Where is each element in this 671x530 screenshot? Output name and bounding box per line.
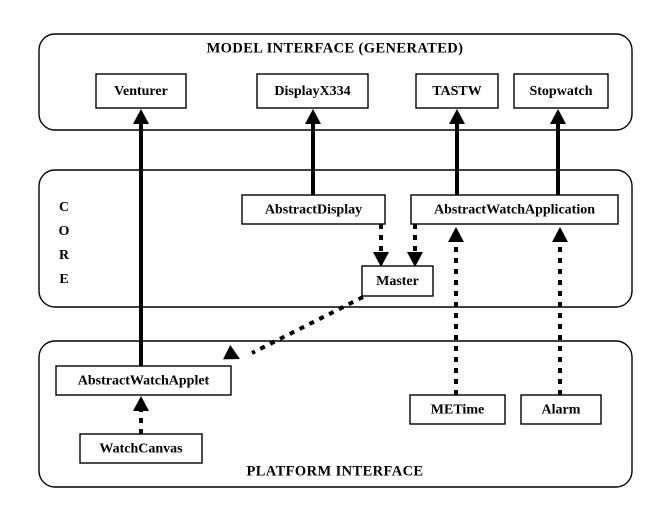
node-label-watchcanvas: WatchCanvas (99, 442, 183, 457)
node-label-abstractwatchapplet: AbstractWatchApplet (78, 374, 210, 389)
node-label-master: Master (376, 274, 419, 289)
node-venturer[interactable]: Venturer (95, 73, 187, 109)
node-label-alarm: Alarm (542, 403, 581, 418)
node-displayx334[interactable]: DisplayX334 (256, 73, 369, 109)
node-box-venturer[interactable] (95, 73, 187, 109)
node-label-abstractwatchapplication: AbstractWatchApplication (434, 203, 595, 218)
arrow-head-icon (133, 396, 149, 411)
layer-title-model-interface: MODEL INTERFACE (GENERATED) (207, 40, 464, 56)
node-box-watchcanvas[interactable] (79, 433, 203, 464)
node-box-master[interactable] (361, 265, 434, 297)
node-abstractwatchapplication[interactable]: AbstractWatchApplication (410, 194, 619, 225)
node-label-metime: METime (431, 403, 484, 418)
layer-title-core-letter: R (59, 248, 70, 263)
layer-title-core-letter: E (59, 272, 68, 287)
node-metime[interactable]: METime (409, 394, 506, 425)
node-box-abstractwatchapplet[interactable] (55, 365, 232, 396)
layer-title-core-letter: O (59, 224, 70, 239)
edge-master-to-abstractwatchapplet (223, 295, 364, 360)
arrow-head-icon (449, 109, 465, 124)
node-box-abstractwatchapplication[interactable] (410, 194, 619, 225)
edge-metime-to-abstractwatchapplication (448, 227, 464, 395)
arrow-head-icon (552, 227, 568, 242)
node-watchcanvas[interactable]: WatchCanvas (79, 433, 203, 464)
node-box-tastw[interactable] (415, 73, 499, 109)
node-box-displayx334[interactable] (256, 73, 369, 109)
node-label-venturer: Venturer (114, 84, 168, 99)
layer-title-platform-interface: PLATFORM INTERFACE (246, 463, 423, 479)
layer-frames (38, 33, 633, 488)
node-label-tastw: TASTW (432, 84, 482, 99)
edge-watchcanvas-to-abstractwatchapplet (133, 396, 149, 434)
nodes: Venturer DisplayX334 TASTW StopwatchAbstrac… (55, 73, 619, 464)
node-box-metime[interactable] (409, 394, 506, 425)
node-abstractdisplay[interactable]: AbstractDisplay (241, 194, 386, 225)
node-box-stopwatch[interactable] (513, 73, 609, 109)
node-stopwatch[interactable]: Stopwatch (513, 73, 609, 109)
edges (133, 109, 568, 434)
edge-abstractdisplay-to-displayx334 (305, 109, 321, 195)
node-alarm[interactable]: Alarm (520, 394, 602, 425)
node-label-stopwatch: Stopwatch (529, 84, 592, 99)
node-tastw[interactable]: TASTW (415, 73, 499, 109)
arrow-head-icon (223, 345, 240, 360)
arrow-head-icon (373, 252, 389, 267)
edge-abstractwatchapplication-to-stopwatch (550, 109, 566, 195)
edge-alarm-to-abstractwatchapplication (552, 227, 568, 395)
arrow-head-icon (133, 109, 149, 124)
node-label-abstractdisplay: AbstractDisplay (265, 203, 362, 218)
edge-abstractwatchapplication-to-master (407, 224, 423, 267)
node-master[interactable]: Master (361, 265, 434, 297)
arrow-head-icon (305, 109, 321, 124)
edge-abstractdisplay-to-master (373, 224, 389, 267)
layer-frame-model-interface (38, 33, 633, 131)
layer-title-core-letter: C (59, 200, 69, 215)
edge-applet-to-venturer (133, 109, 149, 366)
arrow-head-icon (448, 227, 464, 242)
node-box-abstractdisplay[interactable] (241, 194, 386, 225)
node-box-alarm[interactable] (520, 394, 602, 425)
edge-abstractwatchapplication-to-tastw (449, 109, 465, 195)
edge-line-dashed (251, 295, 364, 355)
layer-frame-platform-interface (38, 340, 633, 488)
node-abstractwatchapplet[interactable]: AbstractWatchApplet (55, 365, 232, 396)
arrow-head-icon (407, 252, 423, 267)
layer-frame-core (38, 169, 633, 308)
node-label-displayx334: DisplayX334 (274, 84, 350, 99)
arrow-head-icon (550, 109, 566, 124)
